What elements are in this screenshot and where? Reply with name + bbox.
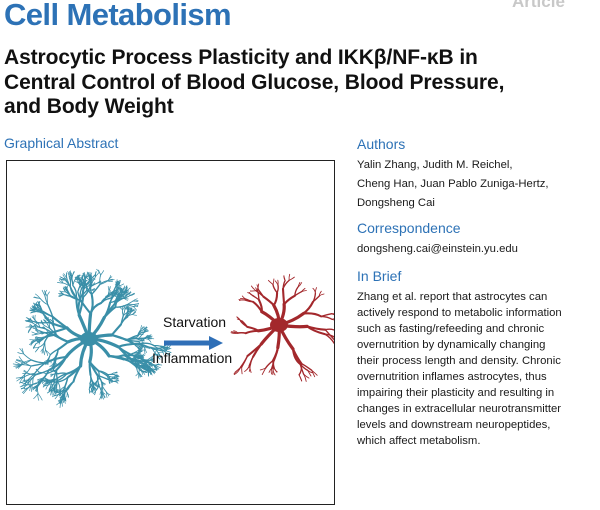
graphical-abstract-heading: Graphical Abstract <box>4 135 119 151</box>
astrocyte-illustration-left <box>12 268 172 408</box>
summary-line: their process length and density. Chroni… <box>357 355 561 367</box>
condition-label-starvation: Starvation <box>163 314 227 330</box>
summary-line: impairing their plasticity and resulting… <box>357 387 555 399</box>
in-brief-heading: In Brief <box>357 268 402 284</box>
summary-line: which affect metabolism. <box>357 435 481 447</box>
correspondence-email: dongsheng.cai@einstein.yu.edu <box>357 243 518 255</box>
graphical-abstract-illustration <box>12 268 334 408</box>
author-line: Yalin Zhang, Judith M. Reichel, <box>357 159 513 171</box>
summary-line: changes in extracellular neurotransmitte… <box>357 403 562 415</box>
summary-line: Zhang et al. report that astrocytes can <box>357 291 548 303</box>
journal-name: Cell Metabolism <box>4 0 232 32</box>
article-title: Astrocytic Process Plasticity and IKKβ/N… <box>4 46 596 120</box>
article-type-label: Article <box>512 0 565 11</box>
summary-line: levels and downstream neuropeptides, <box>357 419 551 431</box>
title-line: Central Control of Blood Glucose, Blood … <box>4 70 505 94</box>
summary-line: overnutrition inflames astrocytes, thus <box>357 371 547 383</box>
graphical-abstract-figure: Starvation Inflammation <box>6 160 335 505</box>
summary-line: actively respond to metabolic informatio… <box>357 307 562 319</box>
correspondence-heading: Correspondence <box>357 220 461 236</box>
in-brief-summary: Zhang et al. report that astrocytes can … <box>357 289 593 449</box>
title-line: and Body Weight <box>4 95 174 118</box>
authors-list: Yalin Zhang, Judith M. Reichel, Cheng Ha… <box>357 156 593 214</box>
author-line: Dongsheng Cai <box>357 197 435 210</box>
arrow-right-icon <box>164 336 223 350</box>
summary-line: overnutrition by dynamically changing <box>357 339 546 351</box>
author-line: Cheng Han, Juan Pablo Zuniga-Hertz, <box>357 178 549 191</box>
astrocyte-illustration-right <box>230 273 334 382</box>
title-line: Astrocytic Process Plasticity and IKKβ/N… <box>4 46 478 69</box>
summary-line: such as fasting/refeeding and chronic <box>357 323 545 335</box>
condition-label-inflammation: Inflammation <box>152 350 233 366</box>
authors-heading: Authors <box>357 136 406 152</box>
